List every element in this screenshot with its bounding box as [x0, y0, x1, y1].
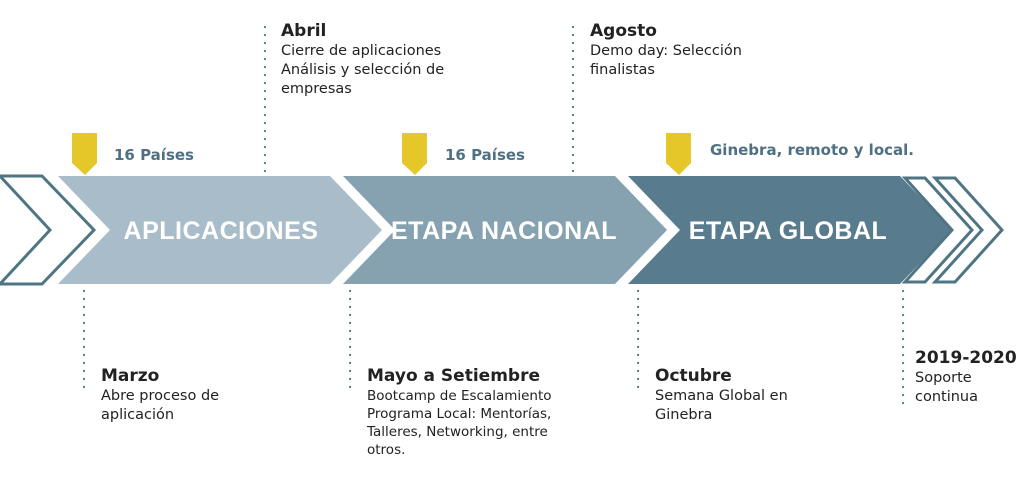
note-mayo-line: Talleres, Networking, entre	[367, 424, 548, 440]
note-abril-line: Cierre de aplicaciones	[281, 43, 442, 59]
left-outline-chevron	[0, 174, 97, 286]
note-soporte-line: Soporte	[915, 370, 972, 386]
stage-arrow-etapa-global	[628, 176, 952, 284]
note-octubre-line: Ginebra	[655, 407, 713, 423]
note-agosto-line: Demo day: Selección	[590, 43, 742, 59]
note-soporte-line: continua	[915, 389, 979, 405]
right-outline-chevron-1	[901, 176, 975, 284]
right-outline-chevron-2	[931, 176, 1005, 284]
marker-pin-etapa-nacional	[402, 133, 427, 175]
note-mayo-title: Mayo a Setiembre	[367, 366, 540, 386]
note-octubre-title: Octubre	[655, 366, 732, 386]
marker-pin-etapa-global	[666, 133, 691, 175]
note-mayo-line: otros.	[367, 442, 406, 458]
note-marzo: Marzo Abre proceso de aplicación	[101, 365, 219, 425]
note-mayo-a-setiembre: Mayo a Setiembre Bootcamp de Escalamient…	[367, 365, 552, 459]
stage-label-etapa-nacional: ETAPA NACIONAL	[391, 217, 617, 245]
note-marzo-title: Marzo	[101, 366, 160, 386]
note-octubre-line: Semana Global en	[655, 388, 788, 404]
note-octubre: Octubre Semana Global en Ginebra	[655, 365, 788, 425]
tag-label-etapa-nacional: 16 Países	[445, 146, 525, 164]
marker-pin-aplicaciones	[72, 133, 97, 175]
stage-label-etapa-global: ETAPA GLOBAL	[689, 217, 888, 245]
note-agosto: Agosto Demo day: Selección finalistas	[590, 20, 742, 80]
note-marzo-line: aplicación	[101, 407, 175, 423]
note-abril: Abril Cierre de aplicaciones Análisis y …	[281, 20, 444, 99]
note-marzo-line: Abre proceso de	[101, 388, 220, 404]
note-agosto-line: finalistas	[590, 62, 655, 78]
note-abril-line: Análisis y selección de	[281, 62, 445, 78]
note-mayo-line: Programa Local: Mentorías,	[367, 406, 552, 422]
stage-label-aplicaciones: APLICACIONES	[124, 217, 319, 245]
stage-arrow-aplicaciones	[58, 176, 382, 284]
stage-arrow-etapa-nacional	[343, 176, 667, 284]
note-abril-line: empresas	[281, 81, 352, 97]
note-mayo-line: Bootcamp de Escalamiento	[367, 388, 552, 404]
tag-label-etapa-global: Ginebra, remoto y local.	[710, 141, 914, 159]
note-soporte-title: 2019-2020	[915, 348, 1017, 368]
note-abril-title: Abril	[281, 21, 327, 41]
note-agosto-title: Agosto	[590, 21, 657, 41]
tag-label-aplicaciones: 16 Países	[114, 146, 194, 164]
note-soporte: 2019-2020 Soporte continua	[915, 347, 1017, 407]
